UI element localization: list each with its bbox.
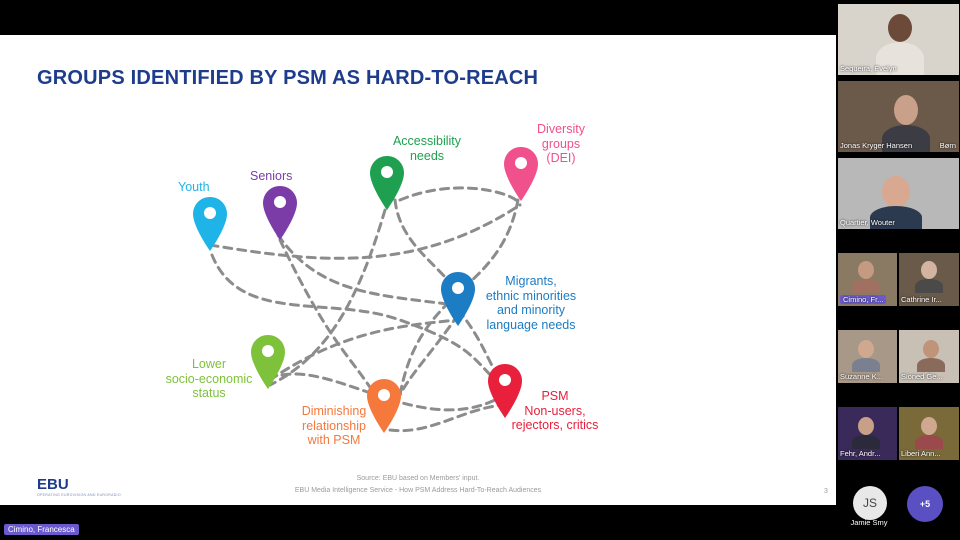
page-number: 3 [824,488,828,495]
participant-name: Cimino, Fr... [840,295,887,304]
participant-tile[interactable]: Jonas Kryger Hansen Børn [838,81,959,152]
ebu-logo-subtitle: OPERATING EUROVISION AND EURORADIO [37,493,121,497]
participant-video [858,261,874,279]
participant-name: Sequeira, Evelyn [840,64,897,73]
participant-tile[interactable]: Suzanne K... [838,330,897,383]
participant-name: Suzanne K... [840,372,883,381]
pin-label-migrants: Migrants, ethnic minorities and minority… [485,274,577,332]
pin-label-youth: Youth [178,180,210,194]
seniors-pin-icon [263,186,297,240]
non-users-pin-icon [488,364,522,418]
participant-tile[interactable]: Fehr, Andr... [838,407,897,460]
migrants-pin-icon [441,272,475,326]
pin-label-non-users: PSM Non-users, rejectors, critics [511,389,599,432]
diminishing-pin-icon [367,379,401,433]
diversity-pin-icon [504,147,538,201]
participant-video [921,417,937,435]
pin-label-accessibility: Accessibility needs [392,134,462,163]
participant-name: Sioned Ge... [901,372,943,381]
youth-pin-icon [193,197,227,251]
participant-org: Børn [939,141,956,150]
participant-video [882,176,910,208]
participant-video [858,340,874,358]
presentation-slide: GROUPS IDENTIFIED BY PSM AS HARD-TO-REAC… [0,35,836,505]
participant-tile[interactable]: Sequeira, Evelyn [838,4,959,75]
participant-tile[interactable]: Liberi Ann... [899,407,959,460]
pin-label-diversity: Diversity groups (DEI) [537,122,585,165]
participant-name: Cathrine Ir... [901,295,942,304]
connection-routes [208,186,522,433]
self-view-name: Cimino, Francesca [4,524,79,535]
slide-title: GROUPS IDENTIFIED BY PSM AS HARD-TO-REAC… [37,67,539,89]
pin-label-lower-ses: Lower socio-economic status [165,357,253,400]
participant-video [858,417,874,435]
pin-label-diminishing: Diminishing relationship with PSM [301,404,367,447]
participant-name: Jonas Kryger Hansen [840,141,913,150]
participant-video [888,14,912,42]
participant-tile[interactable]: Sioned Ge... [899,330,959,383]
more-participants-button[interactable]: +5 [907,486,943,522]
participant-video [923,340,939,358]
pin-label-seniors: Seniors [250,169,293,183]
participant-avatar-name: Jamie Smy [850,518,888,527]
participant-avatar[interactable]: JS [853,486,887,520]
lower-ses-pin-icon [251,335,285,389]
participant-name: Quartier, Wouter [840,218,895,227]
participant-tile[interactable]: Cathrine Ir... [899,253,959,306]
participant-tile[interactable]: Cimino, Fr... [838,253,897,306]
slide-footer: EBU Media Intelligence Service - How PSM… [294,487,542,494]
participant-video [894,95,918,125]
participant-name: Liberi Ann... [901,449,941,458]
participant-tile[interactable]: Quartier, Wouter [838,158,959,229]
accessibility-pin-icon [370,156,404,210]
slide-source: Source: EBU based on Members' input. [356,475,480,482]
participant-name: Fehr, Andr... [840,449,881,458]
ebu-logo: EBU [37,476,69,493]
participant-video [921,261,937,279]
